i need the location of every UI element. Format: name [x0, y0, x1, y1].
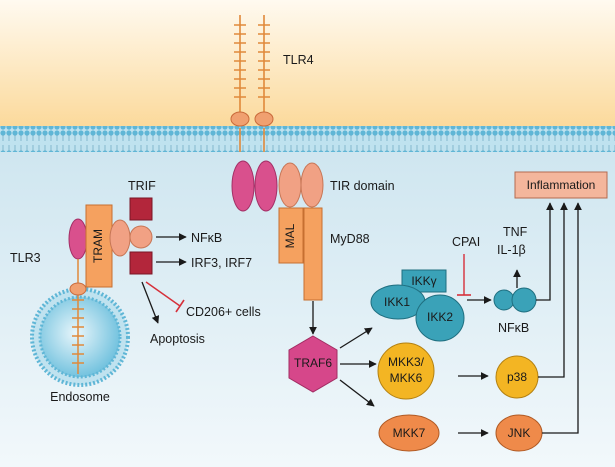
- arrow-nfkb-inflammation: [536, 202, 554, 301]
- tlr4-receptor: [230, 15, 274, 152]
- nfkb-node-2: [511, 287, 537, 313]
- tir-domain-pink-2: [254, 160, 278, 212]
- mkk36-label-1: MKK3/: [388, 355, 425, 369]
- mkk7-label: MKK7: [393, 426, 426, 440]
- cd206-label: CD206+ cells: [186, 305, 261, 319]
- inflammation-label: Inflammation: [527, 178, 596, 192]
- tir-domain-label: TIR domain: [330, 179, 395, 193]
- trif-label: TRIF: [128, 179, 156, 193]
- irf-label: IRF3, IRF7: [191, 256, 252, 270]
- inflammation-box: [514, 171, 608, 199]
- p38-label: p38: [507, 370, 527, 384]
- ikk2-node: [415, 294, 465, 342]
- tram-label: TRAM: [91, 229, 105, 263]
- arrow-traf6-ikk: [339, 327, 373, 349]
- arrow-trif-apoptosis: [141, 281, 160, 324]
- traf6-label: TRAF6: [294, 356, 332, 370]
- arrow-traf6-mkk7: [339, 379, 375, 407]
- apoptosis-label: Apoptosis: [150, 332, 205, 346]
- nfkb-output-label: NFκB: [191, 231, 222, 245]
- trif-domain: [129, 225, 153, 249]
- extracellular-region: [0, 0, 615, 128]
- trif-block-top: [129, 197, 153, 221]
- nfkb-label: NFκB: [498, 321, 529, 335]
- tlr4-label: TLR4: [283, 53, 314, 67]
- myd88-label: MyD88: [330, 232, 370, 246]
- arrow-p38-inflammation: [538, 202, 568, 378]
- tir-domain-salmon-2: [300, 162, 324, 208]
- mkk7-node: [378, 414, 440, 452]
- plasma-membrane: [0, 126, 615, 152]
- tlr3-receptor: [68, 218, 88, 374]
- arrow-jnk-inflammation: [542, 202, 582, 434]
- inhibit-cd206-bar: [175, 299, 185, 313]
- ikkg-label: IKKγ: [411, 274, 436, 288]
- ikkg-block: [401, 269, 447, 293]
- mkk36-node: [377, 342, 435, 400]
- nfkb-node-1: [493, 289, 515, 311]
- cpai-label: CPAI: [452, 235, 480, 249]
- tir-domain-pink-1: [231, 160, 255, 212]
- endosome: [38, 295, 122, 379]
- mal-block: [278, 207, 304, 264]
- mal-label: MAL: [283, 223, 297, 248]
- tram-block: [85, 204, 113, 288]
- traf6-node: [288, 335, 338, 393]
- tnf-label: TNF: [503, 225, 528, 239]
- il1b-label: IL-1β: [497, 243, 526, 257]
- ikk2-label: IKK2: [427, 310, 453, 324]
- myd88-block: [303, 207, 323, 301]
- endosome-label: Endosome: [50, 390, 110, 404]
- jnk-label: JNK: [508, 426, 531, 440]
- tram-tir-salmon: [109, 219, 131, 257]
- mkk36-label-2: MKK6: [390, 371, 423, 385]
- inhibit-cd206: [145, 281, 181, 307]
- tir-domain-salmon-1: [278, 162, 302, 208]
- tlr3-label: TLR3: [10, 251, 41, 265]
- ikk1-label: IKK1: [384, 295, 410, 309]
- trif-block-bottom: [129, 251, 153, 275]
